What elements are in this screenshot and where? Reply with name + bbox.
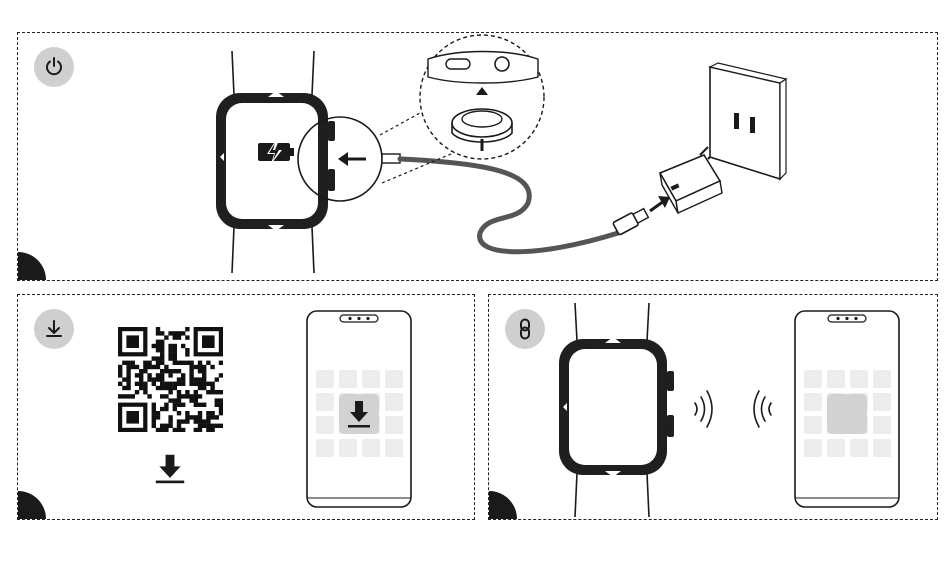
download-icon — [42, 317, 66, 341]
phone-app-install — [306, 310, 414, 510]
download-arrow-icon — [152, 453, 188, 485]
wall-outlet — [710, 63, 786, 179]
step-download-panel — [17, 294, 475, 520]
signal-waves-icon — [695, 391, 771, 427]
charging-illustration — [18, 33, 938, 281]
usb-plug — [613, 207, 650, 235]
phone-pairing — [794, 310, 902, 510]
step-charge-panel — [17, 32, 938, 281]
attach-arrow-icon — [338, 152, 366, 166]
step-pair-panel — [488, 294, 938, 520]
corner-mark — [17, 491, 46, 520]
qr-code[interactable] — [118, 327, 223, 432]
smartwatch — [559, 337, 674, 477]
download-badge — [34, 309, 74, 349]
battery-charging-icon — [258, 140, 294, 164]
plug-in-arrow-icon — [650, 196, 670, 211]
charging-cable — [400, 159, 618, 252]
